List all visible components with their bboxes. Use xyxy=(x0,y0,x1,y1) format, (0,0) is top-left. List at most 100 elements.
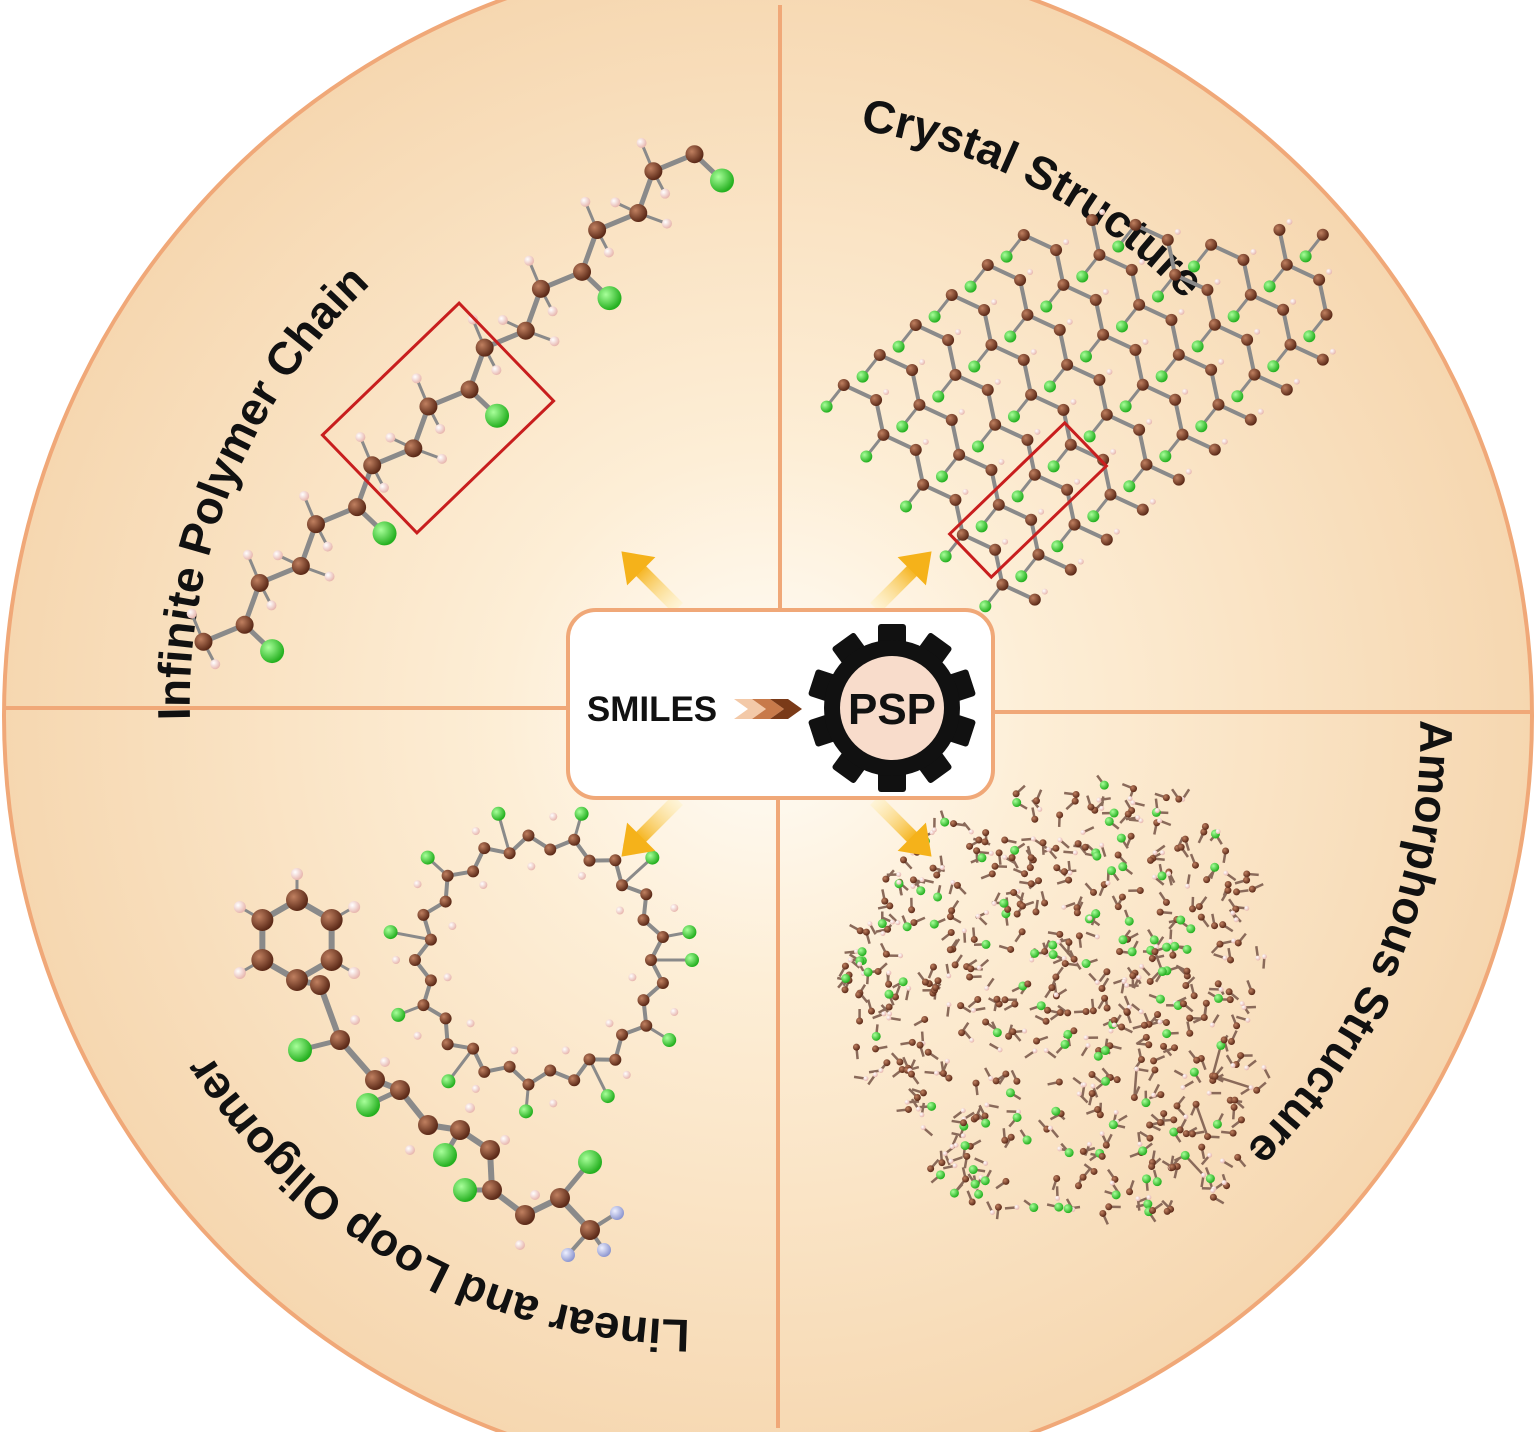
carbon-atom xyxy=(1169,952,1176,959)
carbon-atom xyxy=(900,856,907,863)
hydrogen-atom xyxy=(1130,800,1135,805)
hydrogen-atom xyxy=(412,373,422,383)
carbon-atom xyxy=(1201,1014,1208,1021)
chlorine-atom xyxy=(1065,1148,1074,1157)
chlorine-atom xyxy=(900,500,912,512)
carbon-atom xyxy=(1001,1137,1008,1144)
carbon-atom xyxy=(1061,359,1073,371)
carbon-atom xyxy=(989,870,996,877)
carbon-atom xyxy=(982,259,994,271)
carbon-atom xyxy=(883,1059,890,1066)
carbon-atom xyxy=(609,854,621,866)
hydrogen-atom xyxy=(299,491,309,501)
chlorine-atom xyxy=(1267,360,1279,372)
chlorine-atom xyxy=(1183,945,1192,954)
carbon-atom xyxy=(404,439,422,457)
carbon-atom xyxy=(913,399,925,411)
chlorine-atom xyxy=(1001,251,1013,263)
chlorine-atom xyxy=(685,953,699,967)
carbon-atom xyxy=(1209,319,1221,331)
hydrogen-atom xyxy=(1249,1085,1254,1090)
chlorine-atom xyxy=(1105,817,1114,826)
carbon-atom xyxy=(1150,1057,1157,1064)
carbon-atom xyxy=(942,334,954,346)
carbon-atom xyxy=(1163,1019,1170,1026)
carbon-atom xyxy=(1281,384,1293,396)
carbon-atom xyxy=(950,820,957,827)
hydrogen-atom xyxy=(971,1008,976,1013)
chlorine-atom xyxy=(977,853,986,862)
carbon-atom xyxy=(1154,1011,1161,1018)
hydrogen-atom xyxy=(1087,916,1092,921)
chlorine-atom xyxy=(1190,1068,1199,1077)
hydrogen-atom xyxy=(467,1019,475,1027)
carbon-atom xyxy=(442,1038,454,1050)
carbon-atom xyxy=(842,963,849,970)
hydrogen-atom xyxy=(1070,399,1076,405)
hydrogen-atom xyxy=(887,1011,892,1016)
carbon-atom xyxy=(1238,1116,1245,1123)
carbon-atom xyxy=(1209,444,1221,456)
chlorine-atom xyxy=(858,947,867,956)
chlorine-atom xyxy=(373,521,397,545)
chlorine-atom xyxy=(1214,994,1223,1003)
hydrogen-atom xyxy=(234,901,246,913)
carbon-atom xyxy=(995,1204,1002,1211)
chlorine-atom xyxy=(1125,917,1134,926)
chlorine-atom xyxy=(1181,1151,1190,1160)
carbon-atom xyxy=(363,456,381,474)
carbon-atom xyxy=(1219,921,1226,928)
hydrogen-atom xyxy=(1182,389,1188,395)
carbon-atom xyxy=(981,838,988,845)
carbon-atom xyxy=(957,529,969,541)
carbon-atom xyxy=(1074,909,1081,916)
carbon-atom xyxy=(1165,314,1177,326)
carbon-atom xyxy=(1118,1024,1125,1031)
hydrogen-atom xyxy=(1087,1142,1092,1147)
chlorine-atom xyxy=(391,1008,405,1022)
chlorine-atom xyxy=(598,286,622,310)
hydrogen-atom xyxy=(919,1112,924,1117)
hydrogen-atom xyxy=(1254,329,1260,335)
carbon-atom xyxy=(1061,484,1073,496)
hydrogen-atom xyxy=(623,1071,631,1079)
carbon-atom xyxy=(1013,1078,1020,1085)
hydrogen-atom xyxy=(1139,259,1145,265)
hydrogen-atom xyxy=(1096,798,1101,803)
hydrogen-atom xyxy=(1139,964,1144,969)
carbon-atom xyxy=(908,1071,915,1078)
hydrogen-atom xyxy=(1210,1188,1215,1193)
hydrogen-atom xyxy=(549,336,559,346)
carbon-atom xyxy=(1320,309,1332,321)
hydrogen-atom xyxy=(498,315,508,325)
chlorine-atom xyxy=(1142,1174,1151,1183)
carbon-atom xyxy=(1090,1007,1097,1014)
chlorine-atom xyxy=(929,311,941,323)
carbon-atom xyxy=(588,221,606,239)
carbon-atom xyxy=(1149,1207,1156,1214)
carbon-atom xyxy=(1221,1036,1228,1043)
carbon-atom xyxy=(1101,409,1113,421)
hydrogen-atom xyxy=(1100,1131,1105,1136)
chlorine-atom xyxy=(1264,280,1276,292)
carbon-atom xyxy=(478,842,490,854)
carbon-atom xyxy=(1233,1022,1240,1029)
hydrogen-atom xyxy=(1157,818,1162,823)
carbon-atom xyxy=(993,996,1000,1003)
carbon-atom xyxy=(1027,864,1034,871)
carbon-atom xyxy=(886,902,893,909)
carbon-atom xyxy=(1024,980,1031,987)
hydrogen-atom xyxy=(1114,1110,1119,1115)
carbon-atom xyxy=(425,974,437,986)
carbon-atom xyxy=(982,829,989,836)
carbon-atom xyxy=(1019,928,1026,935)
chlorine-atom xyxy=(1008,410,1020,422)
carbon-atom xyxy=(1029,594,1041,606)
carbon-atom xyxy=(1001,996,1008,1003)
carbon-atom xyxy=(1008,1134,1015,1141)
hydrogen-atom xyxy=(969,1038,974,1043)
carbon-atom xyxy=(930,963,937,970)
carbon-atom xyxy=(953,449,965,461)
carbon-atom xyxy=(1021,434,1033,446)
chlorine-atom xyxy=(971,1180,980,1189)
